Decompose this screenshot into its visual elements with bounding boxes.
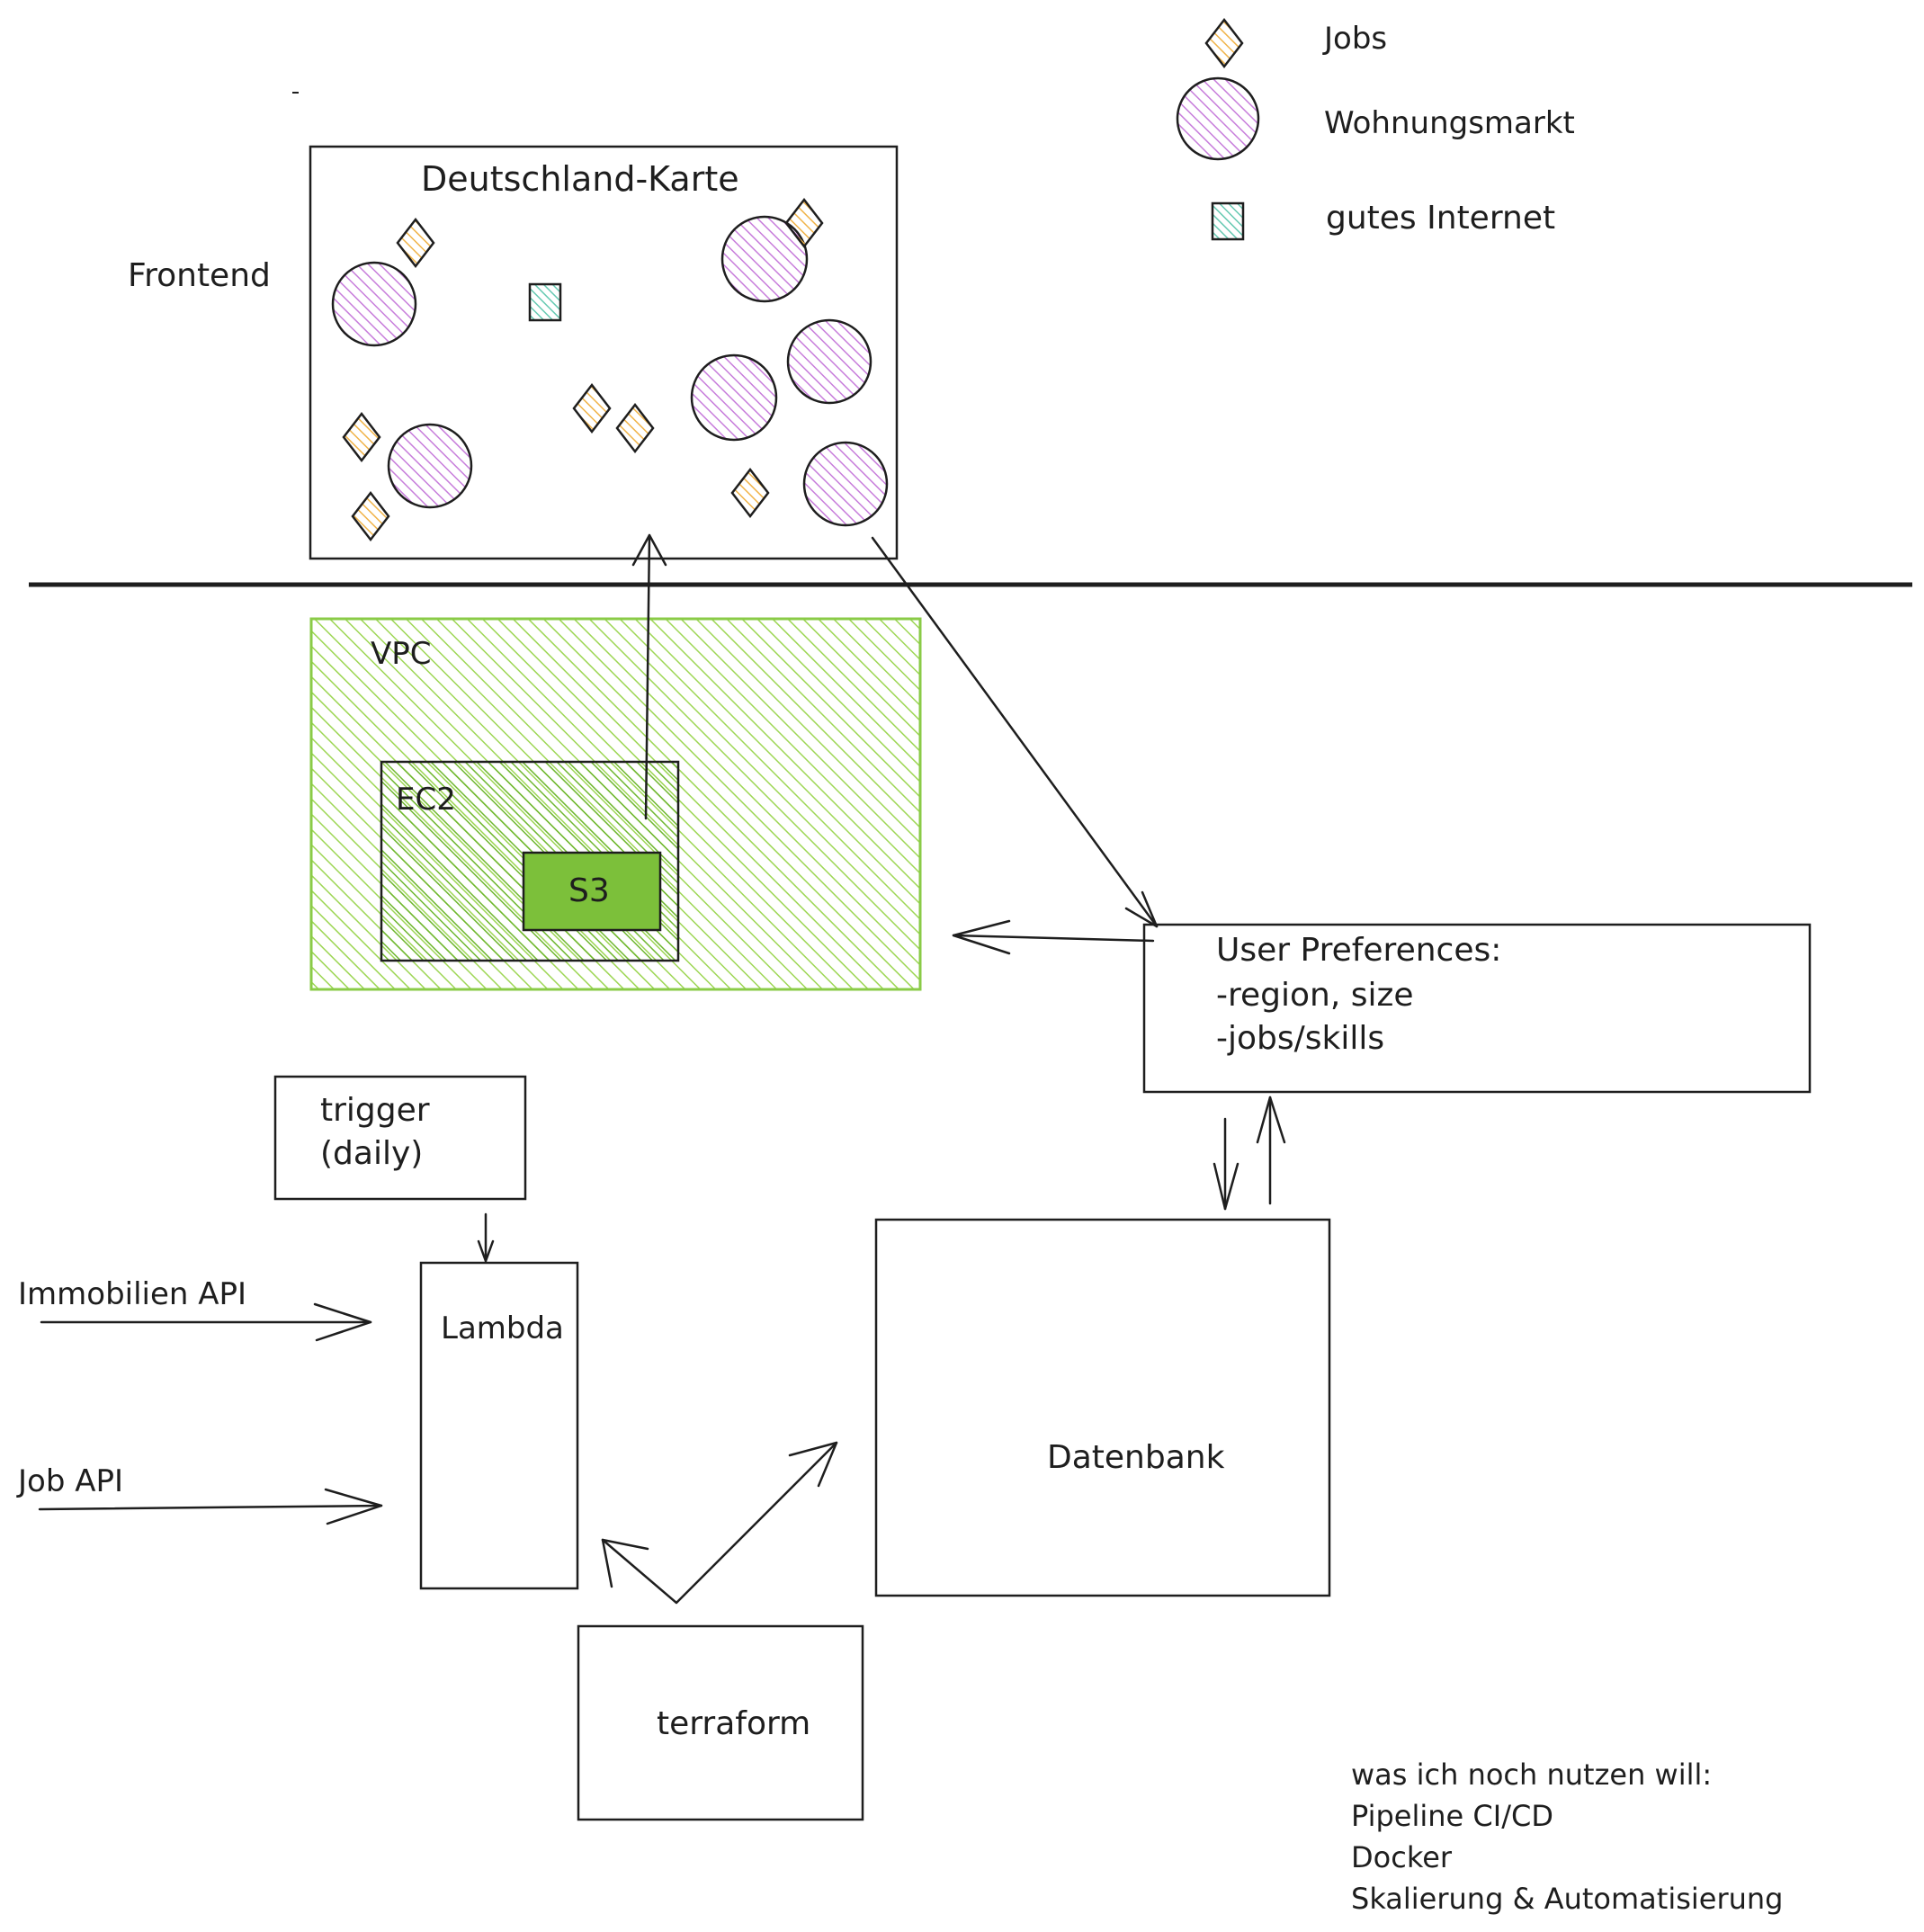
map-job-diamond <box>730 467 770 519</box>
vpc-container: VPC EC2 S3 <box>309 617 922 991</box>
arrow-database-to-preferences <box>1256 1096 1286 1205</box>
notes-line-2: Pipeline CI/CD <box>1351 1799 1553 1833</box>
map-housing-circle <box>802 441 889 527</box>
legend-internet-square-icon <box>1211 201 1245 241</box>
legend-jobs-diamond-icon <box>1204 17 1244 69</box>
arrow-trigger-to-lambda <box>477 1212 495 1263</box>
database-label: Datenbank <box>1047 1439 1225 1476</box>
map-housing-circle <box>720 215 809 303</box>
map-job-diamond <box>784 197 824 249</box>
preferences-line-jobs: -jobs/skills <box>1216 1020 1384 1057</box>
map-internet-square <box>528 282 562 322</box>
trigger-box <box>273 1075 527 1201</box>
legend-internet-label: gutes Internet <box>1326 200 1555 237</box>
map-housing-circle <box>331 261 417 347</box>
terraform-box <box>577 1624 864 1821</box>
legend-housing-circle-icon <box>1176 76 1260 161</box>
preferences-box <box>1142 923 1812 1094</box>
immobilien-api-label: Immobilien API <box>18 1276 246 1312</box>
database-box <box>874 1218 1331 1597</box>
legend-housing-label: Wohnungsmarkt <box>1324 105 1575 141</box>
map-housing-circle <box>690 353 778 442</box>
s3-label: S3 <box>568 872 610 909</box>
notes-line-4: Skalierung & Automatisierung <box>1351 1882 1783 1916</box>
lambda: Lambda <box>419 1261 579 1590</box>
terraform: terraform <box>577 1624 864 1821</box>
notes-line-1: was ich noch nutzen will: <box>1351 1758 1712 1792</box>
arrow-preferences-to-vpc <box>952 919 1155 955</box>
arrow-ec2-to-map <box>631 533 667 820</box>
map-frame <box>309 145 899 560</box>
ec2-label: EC2 <box>396 782 456 818</box>
arrows <box>38 533 1286 1605</box>
legend: Jobs Wohnungsmarkt gutes Internet <box>1176 17 1575 241</box>
database: Datenbank <box>874 1218 1331 1597</box>
arrow-job-api-to-lambda <box>38 1488 383 1525</box>
map-title: Deutschland-Karte <box>421 159 739 199</box>
lambda-label: Lambda <box>441 1310 564 1346</box>
vpc-label: VPC <box>371 636 432 672</box>
job-api-label: Job API <box>16 1463 123 1499</box>
user-preferences: User Preferences: -region, size -jobs/sk… <box>1142 923 1812 1094</box>
map-job-diamond <box>572 382 612 434</box>
notes-line-3: Docker <box>1351 1840 1453 1874</box>
frontend-label: Frontend <box>128 257 271 294</box>
trigger-line-2: (daily) <box>320 1135 423 1172</box>
map-job-diamond <box>396 217 435 269</box>
lambda-box <box>419 1261 579 1590</box>
preferences-line-region: -region, size <box>1216 977 1414 1014</box>
terraform-label: terraform <box>657 1705 810 1742</box>
preferences-title: User Preferences: <box>1216 932 1501 969</box>
map-job-diamond <box>342 411 381 463</box>
legend-jobs-label: Jobs <box>1322 21 1387 57</box>
arrow-preferences-to-database <box>1213 1117 1239 1211</box>
arrow-immobilien-api-to-lambda <box>40 1302 372 1342</box>
trigger: trigger (daily) <box>273 1075 527 1201</box>
trigger-line-1: trigger <box>320 1092 430 1129</box>
germany-map: Deutschland-Karte <box>309 145 899 560</box>
s3-box <box>522 851 662 932</box>
map-job-diamond <box>615 402 655 454</box>
map-job-diamond <box>351 490 390 542</box>
map-housing-circle <box>387 423 473 509</box>
map-housing-circle <box>786 318 873 405</box>
arrow-map-to-preferences <box>871 536 1159 928</box>
notes: was ich noch nutzen will: Pipeline CI/CD… <box>1351 1758 1783 1916</box>
arrow-terraform-to-lambda-and-database <box>601 1441 838 1605</box>
